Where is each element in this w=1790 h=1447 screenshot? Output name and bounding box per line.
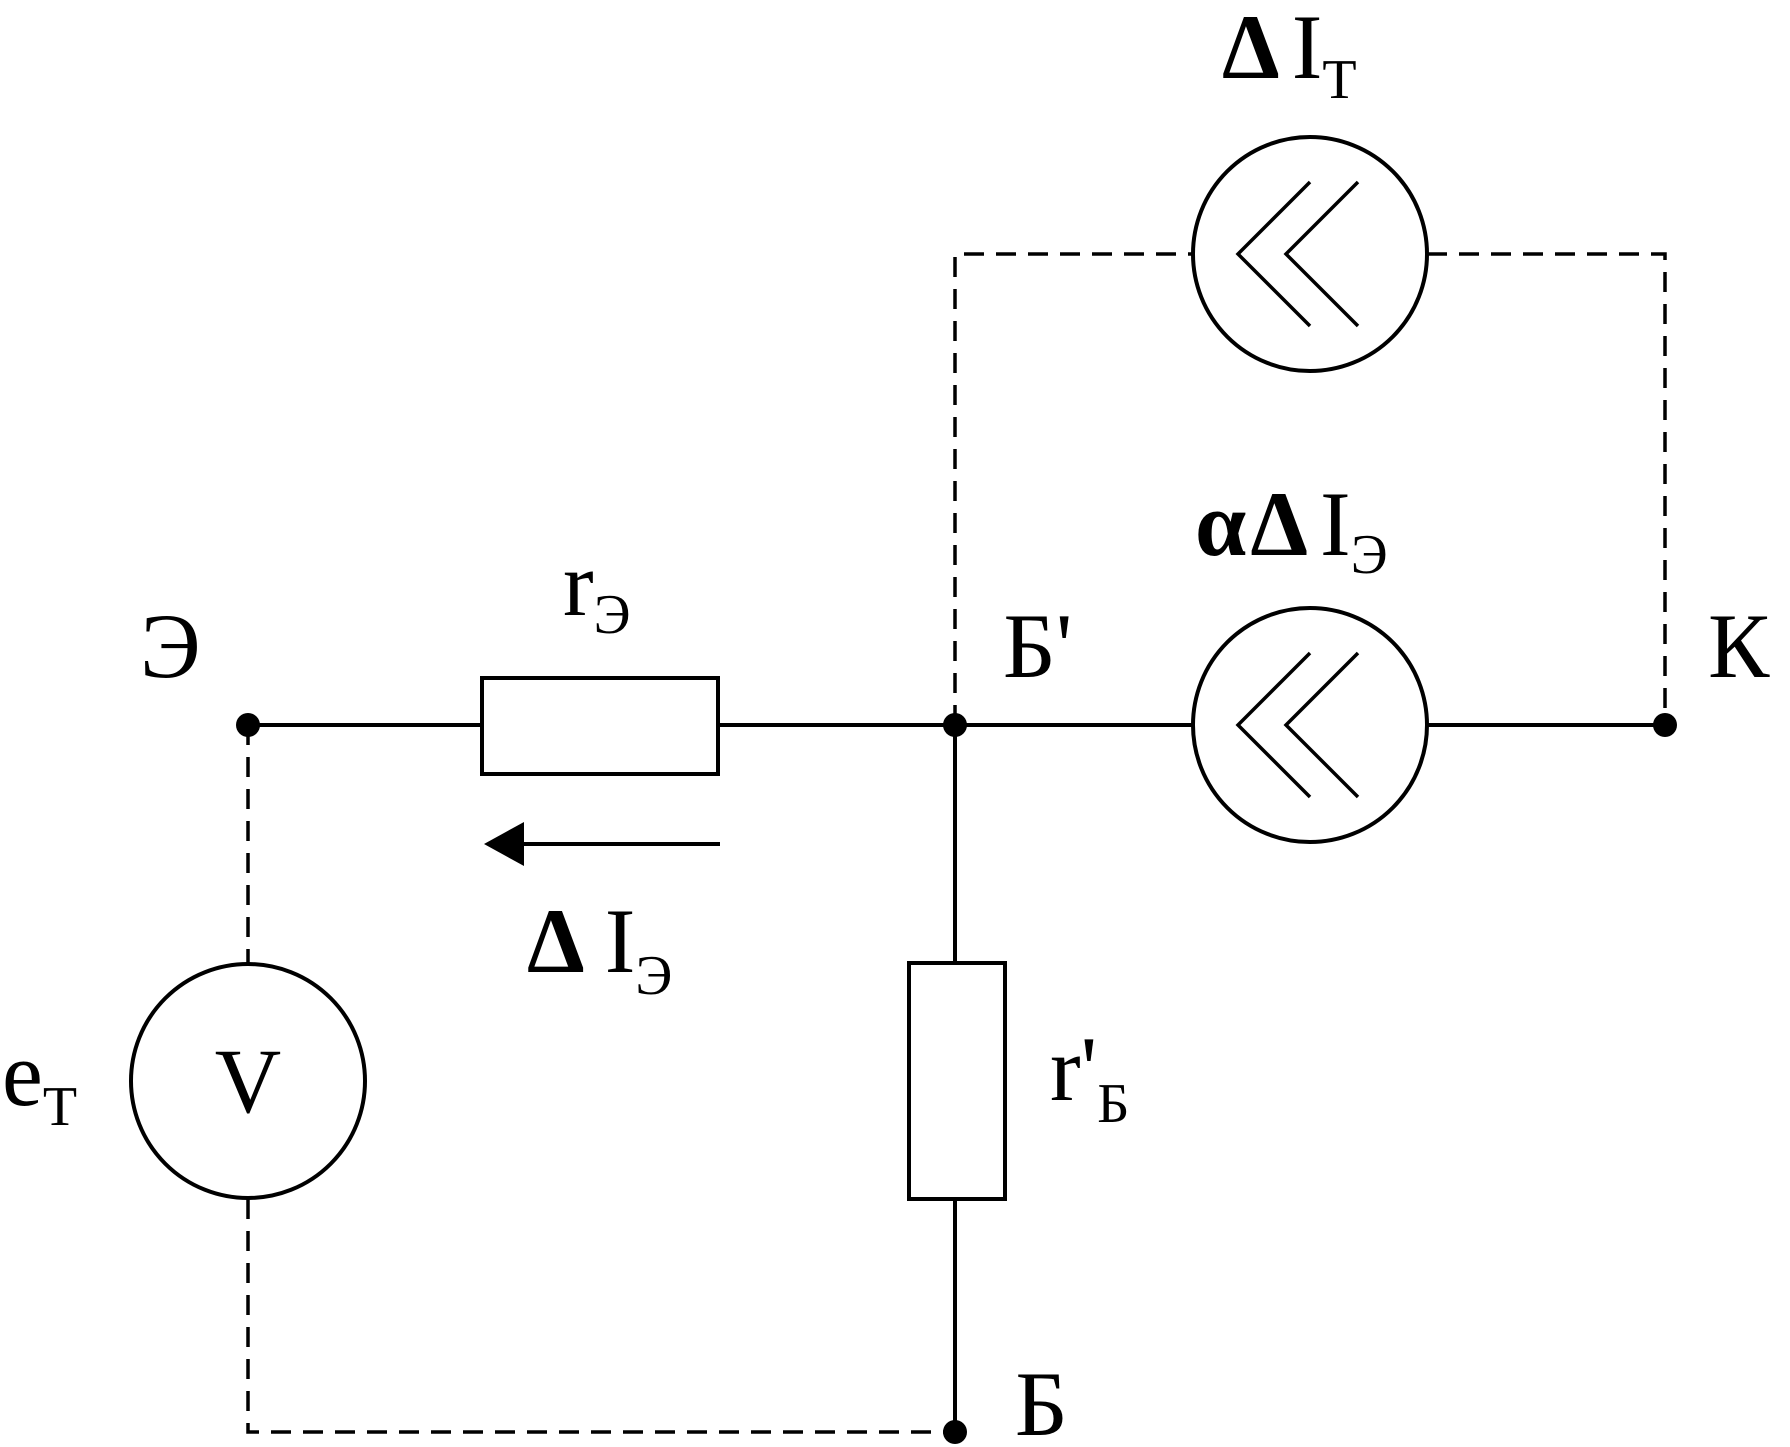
chevron-left-icon: [1283, 651, 1360, 799]
label-rb-symbol: r': [1050, 1018, 1097, 1120]
thermal-emf-source: V: [129, 962, 367, 1200]
label-emitter: Э: [140, 595, 201, 697]
node-base: [943, 1420, 967, 1444]
label-controlled-delta: Δ: [1250, 473, 1308, 575]
label-emitter-current-symbol: I: [605, 890, 636, 992]
label-re-subscript: Э: [594, 584, 631, 646]
label-emf-symbol: e: [2, 1023, 43, 1125]
source-circle: [1191, 135, 1429, 373]
source-circle: [1191, 606, 1429, 844]
label-thermal-emf: eТ: [2, 1023, 77, 1138]
label-thermal-symbol: I: [1292, 0, 1323, 98]
resistor-rb: [907, 961, 1007, 1201]
label-emf-subscript: Т: [43, 1076, 77, 1138]
label-alpha: α: [1195, 473, 1246, 575]
label-re-symbol: r: [563, 533, 594, 635]
dash-bprime-to-thermal-source: [953, 252, 1193, 725]
controlled-current-source: [1191, 606, 1429, 844]
thermal-current-source: [1191, 135, 1429, 373]
chevron-left-icon: [1235, 651, 1312, 799]
label-rb: r'Б: [1050, 1018, 1129, 1135]
source-circle: [129, 962, 367, 1200]
solid-wires: [248, 723, 1665, 1432]
label-base-internal: Б': [1003, 595, 1072, 697]
label-collector: К: [1708, 595, 1770, 697]
dash-thermal-source-to-collector: [1427, 252, 1667, 725]
label-base: Б: [1015, 1353, 1068, 1447]
node-collector: [1653, 713, 1677, 737]
node-base-internal: [943, 713, 967, 737]
label-thermal-subscript: Т: [1322, 49, 1356, 111]
arrow-head-left-icon: [484, 822, 524, 866]
label-re: rЭ: [563, 533, 631, 646]
dash-emf-to-base: [246, 1199, 955, 1434]
resistor-re: [480, 676, 720, 776]
label-thermal-delta: Δ: [1222, 0, 1280, 98]
label-emitter-current-subscript: Э: [635, 945, 672, 1007]
voltmeter-v-label: V: [215, 1030, 281, 1132]
chevron-left-icon: [1283, 180, 1360, 328]
dashed-wires: [246, 252, 1667, 1434]
label-rb-subscript: Б: [1097, 1073, 1129, 1135]
current-arrow: [484, 822, 720, 866]
node-emitter: [236, 713, 260, 737]
junction-nodes: [236, 713, 1677, 1444]
label-emitter-current-delta: Δ: [527, 890, 585, 992]
chevron-left-icon: [1235, 180, 1312, 328]
label-controlled-symbol: I: [1320, 473, 1351, 575]
label-controlled-subscript: Э: [1351, 524, 1388, 586]
